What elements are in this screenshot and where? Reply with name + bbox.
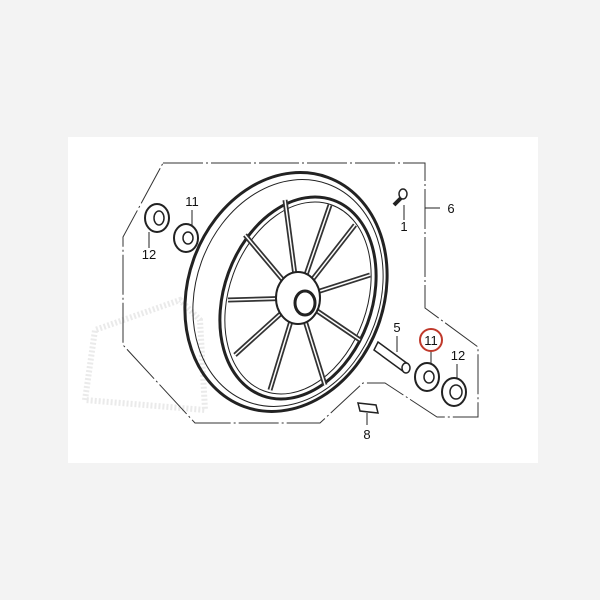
assembly-outline (122, 162, 479, 424)
callout-12-right[interactable]: 12 (451, 348, 465, 363)
dust-seal-right (441, 364, 467, 407)
distance-collar (373, 336, 411, 374)
wheel (183, 171, 389, 413)
callout-5[interactable]: 5 (393, 320, 400, 335)
honda-watermark (81, 296, 209, 414)
callout-6[interactable]: 6 (447, 201, 454, 216)
callout-12-left[interactable]: 12 (142, 247, 156, 262)
highlight-circle (419, 328, 443, 352)
callout-8[interactable]: 8 (363, 427, 370, 442)
bearing-left (173, 210, 199, 253)
dust-seal-left (144, 203, 170, 248)
callout-11-right[interactable]: 11 (424, 333, 438, 348)
balance-weight (357, 402, 379, 425)
callout-1[interactable]: 1 (400, 219, 407, 234)
valve-stem (392, 188, 408, 220)
bearing-right (414, 350, 440, 392)
callout-11-left[interactable]: 11 (185, 194, 199, 209)
